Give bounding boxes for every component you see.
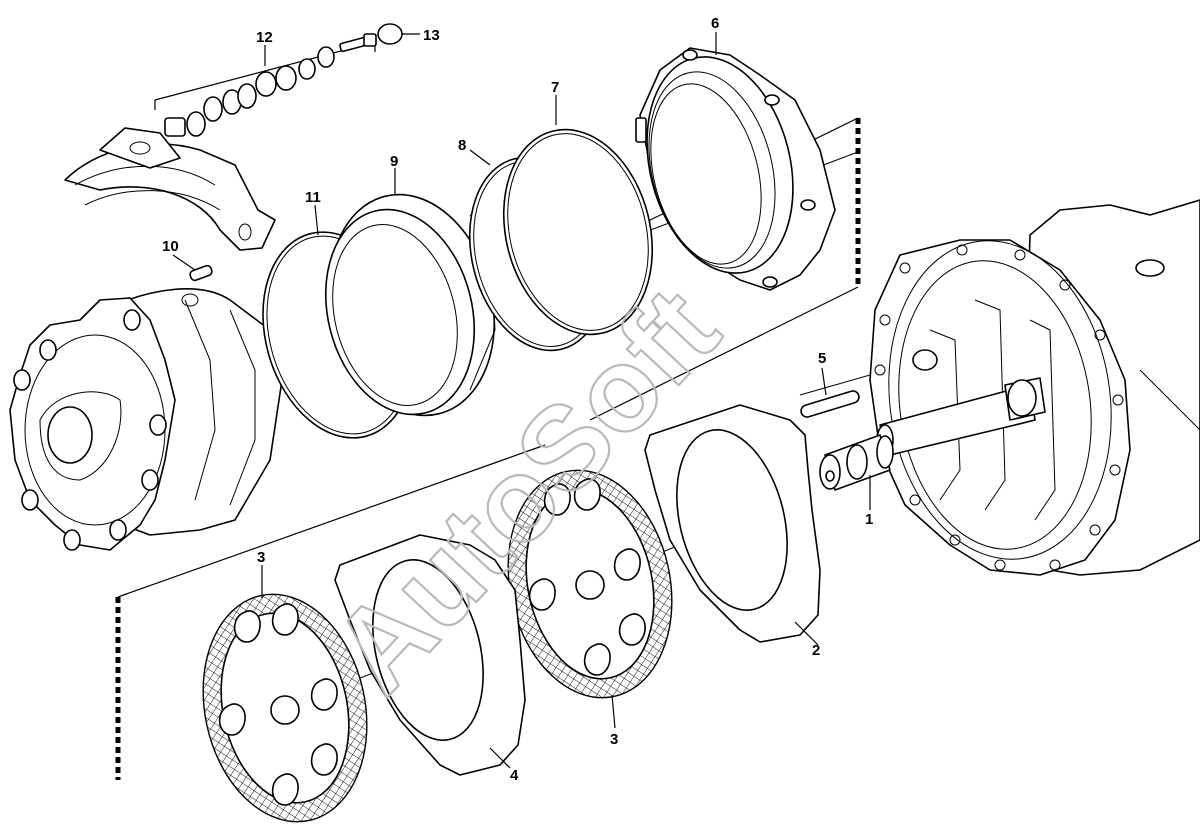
callout-3a: 3	[257, 549, 265, 566]
callout-9: 9	[390, 153, 398, 170]
dowel-pin	[189, 264, 213, 282]
callout-3b: 3	[610, 731, 618, 748]
callout-11: 11	[305, 189, 321, 206]
seal-ring-outer	[502, 128, 654, 336]
callout-8: 8	[458, 137, 466, 154]
callout-4: 4	[510, 767, 519, 784]
leader-lines	[172, 32, 871, 769]
callout-1: 1	[865, 511, 873, 528]
friction-disc-left	[202, 593, 368, 823]
upper-housing	[64, 127, 276, 251]
callout-labels: 1 2 3 3 4 5 6 7 8 9 10 11 12 13	[162, 15, 873, 784]
valve-spring-stack	[154, 33, 377, 137]
guide-pin	[800, 390, 860, 418]
brake-cover	[635, 47, 836, 291]
callout-6: 6	[711, 15, 719, 32]
callout-10: 10	[162, 238, 179, 255]
separator-plate-left	[334, 534, 526, 776]
separator-plate-right	[644, 404, 821, 643]
callout-12: 12	[256, 29, 273, 46]
wheel-hub	[9, 288, 283, 551]
callout-2: 2	[812, 642, 820, 659]
piston	[324, 193, 496, 417]
splined-coupling	[819, 434, 894, 491]
callout-13: 13	[423, 27, 440, 44]
callout-7: 7	[551, 79, 559, 96]
callout-5: 5	[818, 350, 826, 367]
friction-disc-middle	[507, 469, 673, 699]
circlip	[377, 23, 403, 45]
